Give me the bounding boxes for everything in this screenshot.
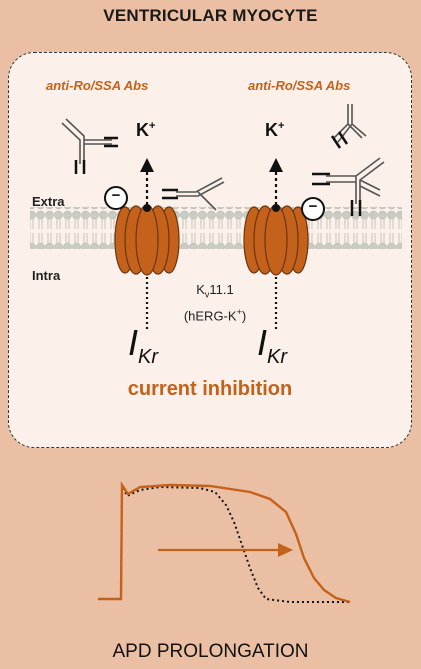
- potassium-ion-label-right: K+: [265, 120, 285, 140]
- antibody-icon: [162, 177, 225, 211]
- antibody-icon: [312, 157, 385, 216]
- herg-channel-right: [243, 204, 309, 276]
- extracellular-label: Extra: [32, 194, 65, 209]
- myocyte-cell-boundary: [8, 52, 412, 448]
- apd-prolongation-label: APD PROLONGATION: [112, 641, 309, 662]
- k-efflux-arrow-left: [140, 158, 154, 205]
- lipid-bilayer-membrane: [30, 207, 402, 249]
- inhibition-sign-right: −: [308, 198, 318, 215]
- action-potential-plot: [98, 481, 351, 604]
- channel-name-label: Kv11.1 (hERG-K+): [183, 282, 247, 323]
- antibody-icon: [61, 118, 118, 174]
- current-inhibition-label: current inhibition: [127, 378, 293, 400]
- k-efflux-arrow-right: [269, 158, 283, 205]
- diagram-title: VENTRICULAR MYOCYTE: [103, 6, 318, 25]
- ikr-current-label-left: IKr: [128, 322, 159, 369]
- inhibition-symbol-left: [104, 186, 128, 210]
- baseline-action-potential: [98, 484, 350, 603]
- herg-channel-left: [114, 204, 180, 276]
- antibody-icon: [330, 104, 367, 149]
- prolongation-arrowhead: [278, 543, 293, 557]
- intracellular-label: Intra: [32, 268, 61, 283]
- prolonged-action-potential: [98, 481, 351, 604]
- antibody-label-right: anti-Ro/SSA Abs: [248, 78, 351, 93]
- inhibition-sign-left: −: [111, 187, 121, 204]
- antibody-label-left: anti-Ro/SSA Abs: [46, 78, 149, 93]
- ikr-current-label-right: IKr: [257, 322, 288, 369]
- potassium-ion-label-left: K+: [136, 120, 156, 140]
- inhibition-symbol-right: [301, 197, 325, 221]
